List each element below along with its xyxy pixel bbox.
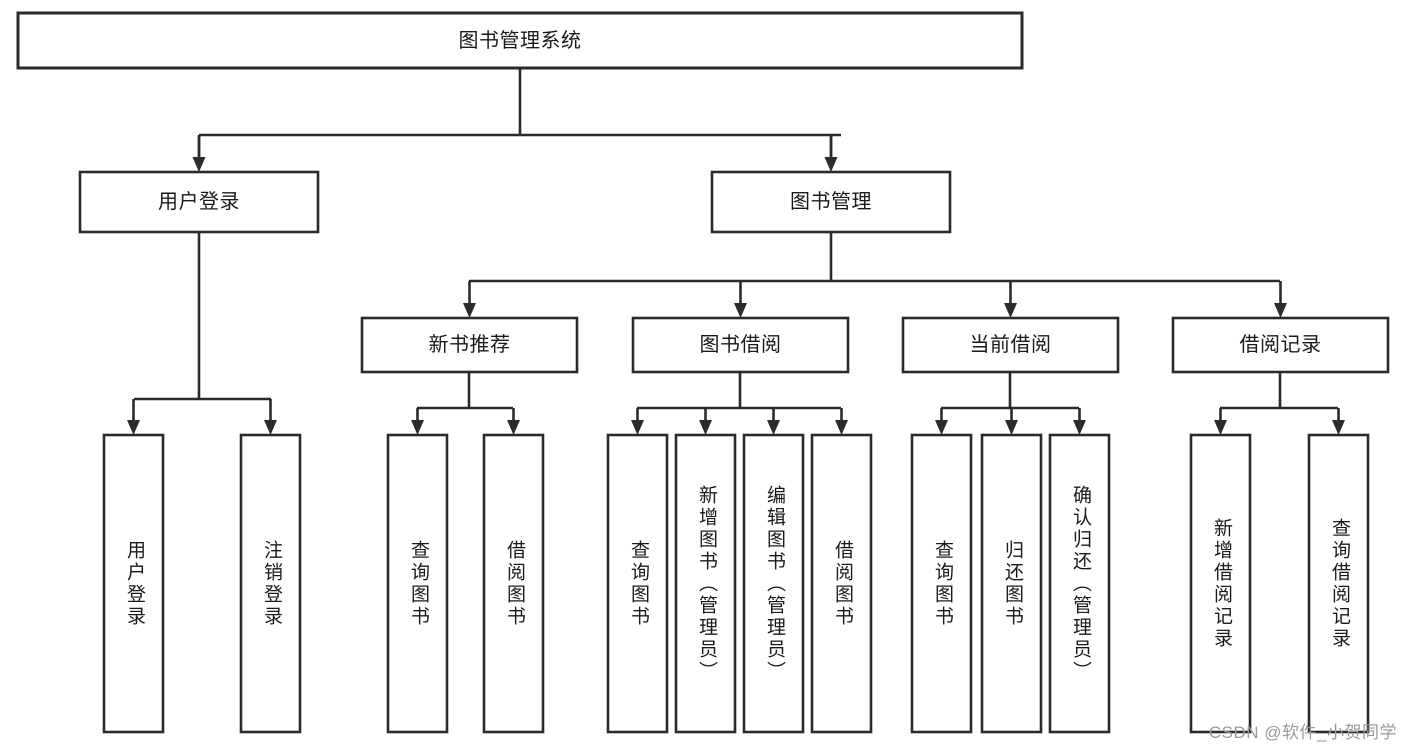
arrow-head [463, 303, 476, 318]
arrow-head [835, 420, 848, 435]
node-box-user-login[interactable] [78, 170, 320, 234]
arrow-head [699, 420, 712, 435]
node-box-leaf-query-book-3[interactable] [910, 433, 973, 734]
node-box-new-book-rec[interactable] [360, 316, 579, 374]
node-box-leaf-query-book-2[interactable] [606, 433, 669, 734]
arrow-head [1214, 420, 1227, 435]
node-box-leaf-confirm-return[interactable] [1048, 433, 1111, 734]
arrow-head [767, 420, 780, 435]
arrow-head [935, 420, 948, 435]
arrow-head [1005, 420, 1018, 435]
node-box-borrow-record[interactable] [1171, 316, 1390, 374]
node-box-leaf-return-book[interactable] [980, 433, 1043, 734]
node-box-leaf-borrow-book-2[interactable] [810, 433, 873, 734]
connector-lines [134, 68, 1338, 410]
node-box-book-manage[interactable] [710, 170, 952, 234]
arrow-head [264, 420, 277, 435]
node-box-current-borrow[interactable] [901, 316, 1120, 374]
node-box-leaf-edit-book[interactable] [742, 433, 805, 734]
node-box-leaf-logout[interactable] [239, 433, 302, 734]
arrow-head [411, 420, 424, 435]
node-box-leaf-add-record[interactable] [1189, 433, 1252, 734]
arrow-head [824, 157, 838, 172]
node-box-root[interactable] [16, 11, 1024, 70]
arrow-head [192, 157, 206, 172]
node-box-leaf-query-book-1[interactable] [386, 433, 449, 734]
arrow-head [734, 303, 747, 318]
arrow-head [1004, 303, 1017, 318]
arrow-head [1274, 303, 1287, 318]
arrow-head [631, 420, 644, 435]
node-boxes [16, 11, 1390, 734]
arrow-heads [127, 135, 1345, 435]
node-box-leaf-user-login[interactable] [102, 433, 165, 734]
node-box-leaf-add-book[interactable] [674, 433, 737, 734]
node-box-leaf-query-record[interactable] [1307, 433, 1370, 734]
arrow-head [127, 420, 140, 435]
watermark-text: CSDN @软件_小贺同学 [1208, 723, 1397, 742]
node-box-leaf-borrow-book-1[interactable] [482, 433, 545, 734]
arrow-head [1073, 420, 1086, 435]
arrow-head [1332, 420, 1345, 435]
node-box-book-borrow[interactable] [631, 316, 850, 374]
arrow-head [507, 420, 520, 435]
